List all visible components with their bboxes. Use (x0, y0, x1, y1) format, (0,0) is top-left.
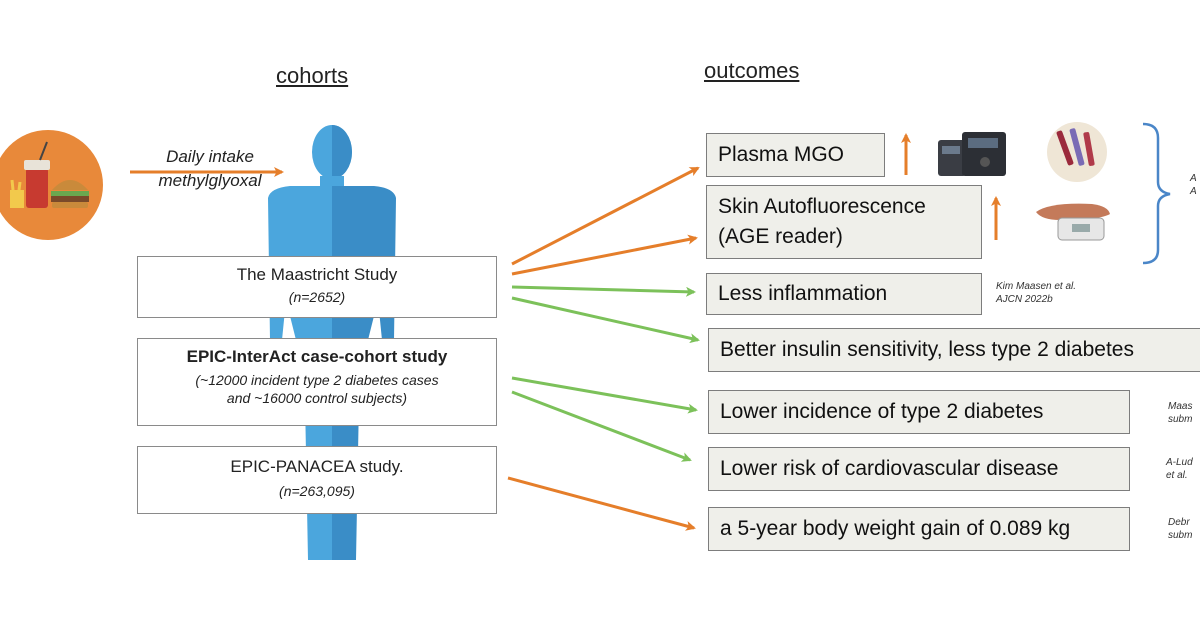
outcome-weight-gain-label: a 5-year body weight gain of 0.089 kg (720, 517, 1071, 540)
arrow-interact-cvd (511, 390, 692, 462)
outcome-cvd-risk-label: Lower risk of cardiovascular disease (720, 457, 1059, 480)
arrow-maastricht-inflammation (511, 285, 696, 297)
cohorts-heading: cohorts (276, 63, 349, 88)
citation-right-3a: Debr (1168, 517, 1190, 528)
citation-right-2b: et al. (1166, 470, 1188, 481)
cohort-interact-sub2: and ~16000 control subjects) (226, 390, 408, 406)
intake-label: Daily intake methylglyoxal (140, 145, 280, 193)
cohort-interact-sub1: (~12000 incident type 2 diabetes cases (195, 372, 439, 388)
citation-right-1: Maas subm (1168, 400, 1192, 426)
outcome-diabetes-incidence-label: Lower incidence of type 2 diabetes (720, 400, 1044, 423)
age-reader-icon (1036, 203, 1110, 241)
cohort-panacea-box: EPIC-PANACEA study. (n=263,095) (137, 446, 497, 514)
cohort-maastricht-n: (n=2652) (288, 289, 346, 305)
citation-far-right: A A (1190, 172, 1197, 198)
citation-far-a: A (1190, 173, 1197, 184)
citation-maasen-line2: AJCN 2022b (996, 294, 1053, 305)
cohort-panacea-title: EPIC-PANACEA study. (230, 457, 404, 476)
arrow-maastricht-insulin (511, 296, 700, 344)
outcome-diabetes-incidence: Lower incidence of type 2 diabetes (708, 390, 1130, 434)
outcome-insulin: Better insulin sensitivity, less type 2 … (708, 328, 1200, 372)
arrow-maastricht-mgo (511, 166, 700, 266)
outcome-weight-gain: a 5-year body weight gain of 0.089 kg (708, 507, 1130, 551)
citation-right-3: Debr subm (1168, 516, 1192, 542)
outcome-skin-af-sub: (AGE reader) (718, 225, 843, 248)
blood-tubes-icon (1047, 122, 1107, 182)
citation-right-3b: subm (1168, 530, 1193, 541)
citation-maasen: Kim Maasen et al. AJCN 2022b (996, 280, 1076, 306)
food-icon (0, 130, 103, 240)
arrow-panacea-weight (507, 476, 696, 531)
cohort-interact-box: EPIC-InterAct case-cohort study (~12000 … (137, 338, 497, 426)
outcome-plasma-mgo: Plasma MGO (706, 133, 885, 177)
right-bracket (1142, 122, 1171, 265)
outcome-inflammation-label: Less inflammation (718, 282, 888, 305)
intake-line1: Daily intake (166, 147, 254, 166)
outcome-inflammation: Less inflammation (706, 273, 982, 315)
arrow-maastricht-skin (511, 234, 698, 276)
outcome-plasma-mgo-label: Plasma MGO (718, 143, 845, 166)
outcome-insulin-label: Better insulin sensitivity, less type 2 … (720, 338, 1134, 361)
lab-instrument-icon (938, 132, 1006, 176)
outcome-cvd-risk: Lower risk of cardiovascular disease (708, 447, 1130, 491)
citation-right-1a: Maas (1168, 401, 1193, 412)
cohort-interact-title: EPIC-InterAct case-cohort study (186, 347, 448, 366)
citation-far-b: A (1190, 186, 1197, 197)
cohort-maastricht-box: The Maastricht Study (n=2652) (137, 256, 497, 318)
cohort-maastricht-title: The Maastricht Study (236, 265, 398, 284)
citation-right-2: A-Lud et al. (1166, 456, 1193, 482)
outcome-skin-af-label: Skin Autofluorescence (718, 195, 926, 218)
intake-line2: methylglyoxal (158, 171, 262, 190)
outcome-skin-af: Skin Autofluorescence (AGE reader) (706, 185, 982, 259)
citation-right-2a: A-Lud (1166, 457, 1193, 468)
cohort-panacea-n: (n=263,095) (279, 483, 355, 499)
citation-right-1b: subm (1168, 414, 1193, 425)
citation-maasen-line1: Kim Maasen et al. (996, 281, 1077, 292)
outcomes-heading: outcomes (704, 58, 800, 83)
arrow-interact-diabetes (511, 376, 698, 414)
